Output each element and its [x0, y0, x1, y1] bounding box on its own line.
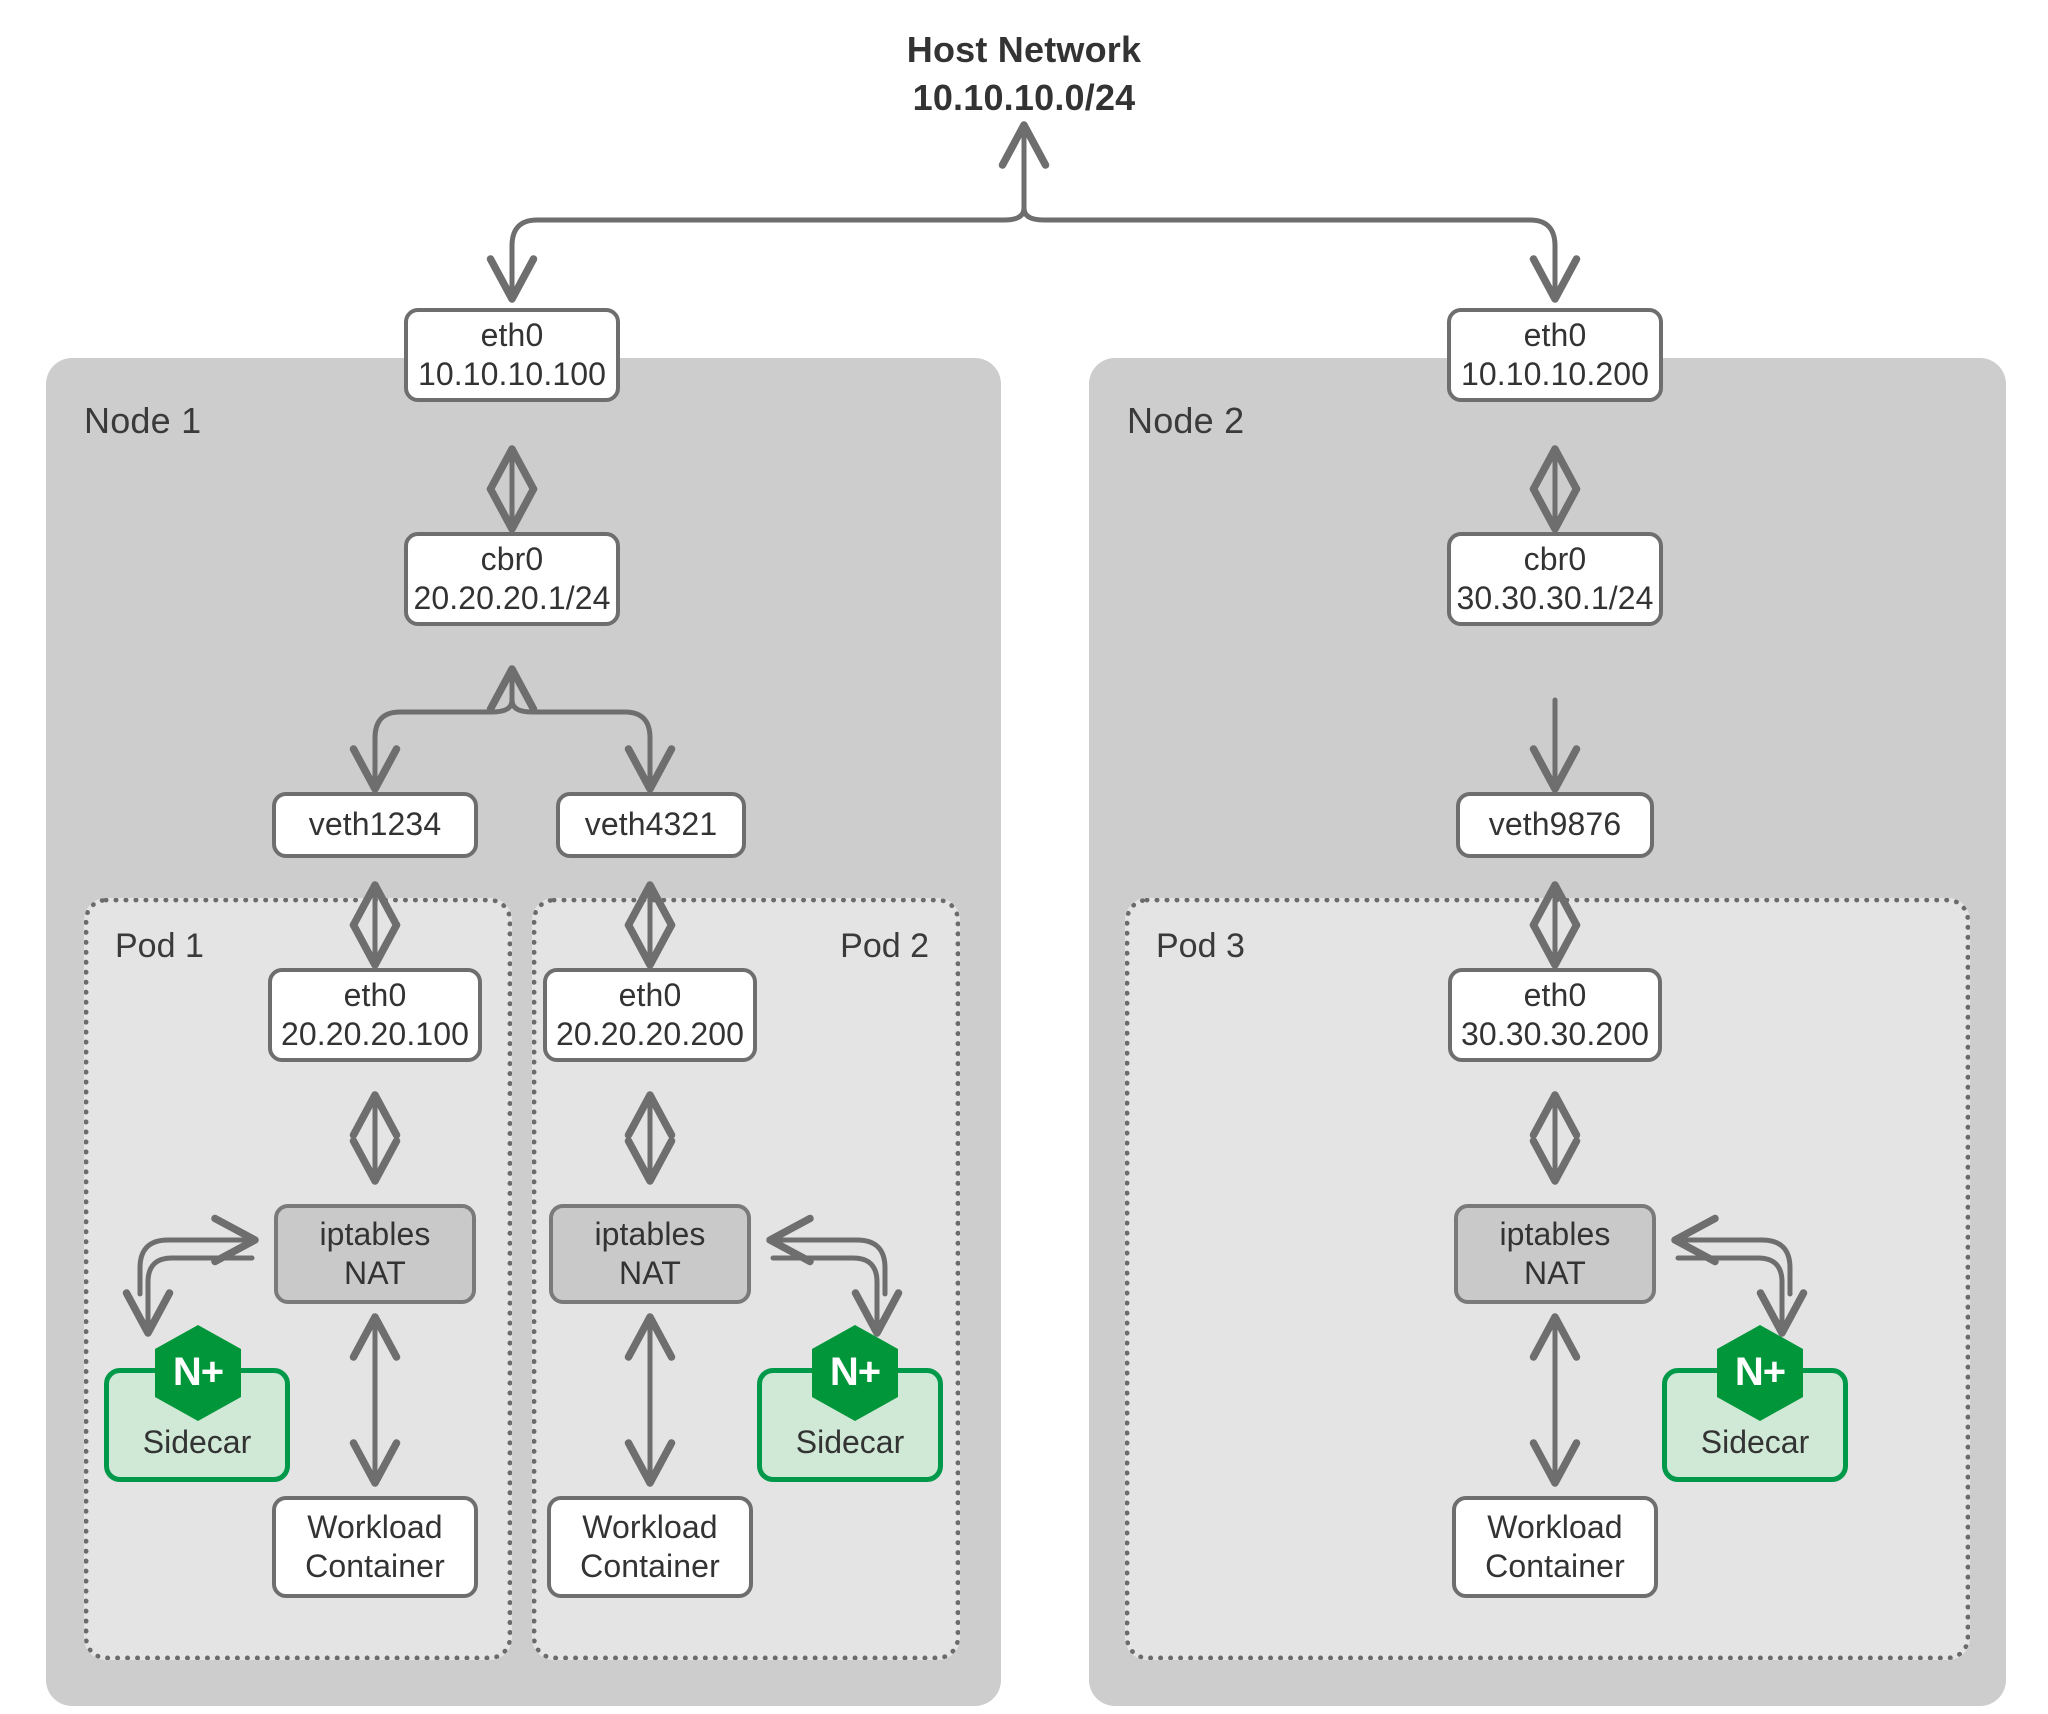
pod-3-workload-line1: Workload [1487, 1508, 1623, 1545]
pod-1-workload-line2: Container [305, 1548, 445, 1584]
pod-3-nat-line2: NAT [1524, 1255, 1586, 1291]
pod-1-eth0-box[interactable]: eth0 20.20.20.100 [268, 968, 482, 1062]
node-2-label: Node 2 [1127, 400, 1245, 441]
pod-3-eth0-address: 30.30.30.200 [1460, 1016, 1650, 1052]
nginx-plus-badge-text: N+ [1734, 1350, 1786, 1394]
pod-3-workload-container-box[interactable]: Workload Container [1452, 1496, 1658, 1598]
pod-2-nat-line2: NAT [619, 1255, 681, 1291]
node-2-eth0-address: 10.10.10.200 [1460, 356, 1650, 392]
pod-2-workload-line1: Workload [582, 1508, 718, 1545]
nginx-plus-badge-text: N+ [829, 1350, 881, 1394]
veth1234-name: veth1234 [308, 806, 442, 843]
node-1-label: Node 1 [84, 400, 202, 441]
pod-2-iptables-nat-box[interactable]: iptables NAT [549, 1204, 751, 1304]
pod-3-workload-line2: Container [1485, 1548, 1625, 1584]
veth4321-name: veth4321 [584, 806, 718, 843]
pod-1-sidecar-box[interactable]: N+ Sidecar [104, 1325, 290, 1482]
node-1-cbr0-address: 20.20.20.1/24 [413, 580, 611, 616]
pod-3-sidecar-box[interactable]: N+ Sidecar [1662, 1325, 1848, 1482]
pod-3-label: Pod 3 [1156, 927, 1245, 965]
node-1-eth0-box[interactable]: eth0 10.10.10.100 [404, 308, 620, 402]
node-1-cbr0-name: cbr0 [480, 540, 544, 577]
pod-3-nat-line1: iptables [1499, 1215, 1611, 1252]
node-2-eth0-name: eth0 [1523, 316, 1587, 353]
node-1-eth0-name: eth0 [480, 316, 544, 353]
pod-1-sidecar-label: Sidecar [142, 1424, 252, 1460]
host-network-cidr: 10.10.10.0/24 [912, 76, 1136, 118]
pod-2-eth0-box[interactable]: eth0 20.20.20.200 [543, 968, 757, 1062]
node-1-eth0-address: 10.10.10.100 [417, 356, 607, 392]
pod-3-iptables-nat-box[interactable]: iptables NAT [1454, 1204, 1656, 1304]
pod-2-sidecar-box[interactable]: N+ Sidecar [757, 1325, 943, 1482]
pod-1-nat-line2: NAT [344, 1255, 406, 1291]
pod-1-eth0-address: 20.20.20.100 [280, 1016, 470, 1052]
nginx-plus-badge-text: N+ [172, 1350, 224, 1394]
node-1-cbr0-box[interactable]: cbr0 20.20.20.1/24 [404, 532, 620, 626]
node-1-veth1234-box[interactable]: veth1234 [272, 792, 478, 858]
pod-1-iptables-nat-box[interactable]: iptables NAT [274, 1204, 476, 1304]
pod-2-eth0-address: 20.20.20.200 [555, 1016, 745, 1052]
pod-2-sidecar-label: Sidecar [795, 1424, 905, 1460]
pod-1-workload-container-box[interactable]: Workload Container [272, 1496, 478, 1598]
pod-3-sidecar-label: Sidecar [1700, 1424, 1810, 1460]
node-2-cbr0-address: 30.30.30.1/24 [1456, 580, 1654, 616]
pod-2-label: Pod 2 [840, 927, 929, 965]
node-1-veth4321-box[interactable]: veth4321 [556, 792, 746, 858]
pod-2-workload-container-box[interactable]: Workload Container [547, 1496, 753, 1598]
pod-1-eth0-name: eth0 [343, 976, 407, 1013]
node-2-cbr0-name: cbr0 [1523, 540, 1587, 577]
pod-3-eth0-box[interactable]: eth0 30.30.30.200 [1448, 968, 1662, 1062]
nginx-plus-badge-icon: N+ [1717, 1325, 1803, 1421]
pod-2-nat-line1: iptables [594, 1215, 706, 1252]
pod-2-eth0-name: eth0 [618, 976, 682, 1013]
host-network-label: Host Network [906, 29, 1142, 70]
node-2-veth9876-box[interactable]: veth9876 [1456, 792, 1654, 858]
page-title: Host Network 10.10.10.0/24 [0, 26, 2048, 121]
veth9876-name: veth9876 [1488, 806, 1622, 843]
node-2-cbr0-box[interactable]: cbr0 30.30.30.1/24 [1447, 532, 1663, 626]
pod-1-workload-line1: Workload [307, 1508, 443, 1545]
pod-1-label: Pod 1 [115, 927, 204, 965]
pod-3-eth0-name: eth0 [1523, 976, 1587, 1013]
node-2-eth0-box[interactable]: eth0 10.10.10.200 [1447, 308, 1663, 402]
pod-2-workload-line2: Container [580, 1548, 720, 1584]
pod-1-nat-line1: iptables [319, 1215, 431, 1252]
